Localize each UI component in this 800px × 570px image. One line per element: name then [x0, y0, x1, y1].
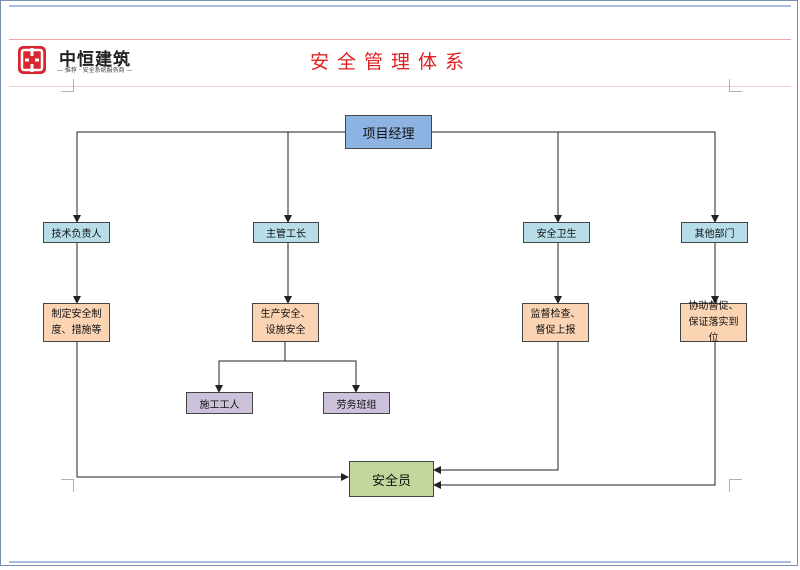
crop-mark-top-left [61, 79, 74, 92]
company-logo-icon [17, 45, 47, 75]
page-title: 安全管理体系 [309, 51, 472, 73]
company-name: 中恒建筑 [59, 50, 131, 70]
edge-other-duty-sink [433, 342, 716, 489]
edge-foreman-labor [285, 360, 360, 393]
edge-foreman-workers [215, 342, 286, 393]
edge-root-tech-lead [73, 131, 345, 223]
crop-mark-bottom-left [61, 479, 74, 492]
crop-mark-bottom-right [729, 479, 742, 492]
edge-tech-duty-sink [76, 342, 349, 481]
header-rule-faint [9, 86, 791, 87]
node-project-manager: 项目经理 [345, 115, 432, 149]
node-duty-other: 协助督促、保证落实到位 [680, 301, 747, 344]
node-safety-officer: 安全员 [349, 461, 434, 497]
node-foreman: 主管工长 [253, 222, 319, 243]
node-safety-health: 安全卫生 [523, 222, 590, 243]
node-other-departments: 其他部门 [681, 222, 748, 243]
node-duty-tech-lead: 制定安全制度、措施等 [43, 303, 110, 342]
node-duty-safety: 监督检查、督促上报 [522, 303, 589, 342]
node-construction-workers: 施工工人 [186, 392, 253, 414]
node-tech-lead: 技术负责人 [43, 222, 110, 243]
node-duty-foreman: 生产安全、设施安全 [252, 303, 319, 342]
crop-mark-top-right [729, 79, 742, 92]
header-rule [9, 39, 791, 40]
company-tagline: — 推荐 · 安全系统服务商 — [57, 67, 133, 74]
node-labor-group: 劳务班组 [323, 392, 390, 414]
bottom-border-band [9, 561, 791, 563]
edge-root-other [432, 131, 719, 223]
edge-root-safety [432, 131, 562, 223]
edge-root-foreman [284, 131, 345, 223]
edge-safety-duty-sink [433, 342, 559, 474]
top-border-band [9, 5, 791, 7]
